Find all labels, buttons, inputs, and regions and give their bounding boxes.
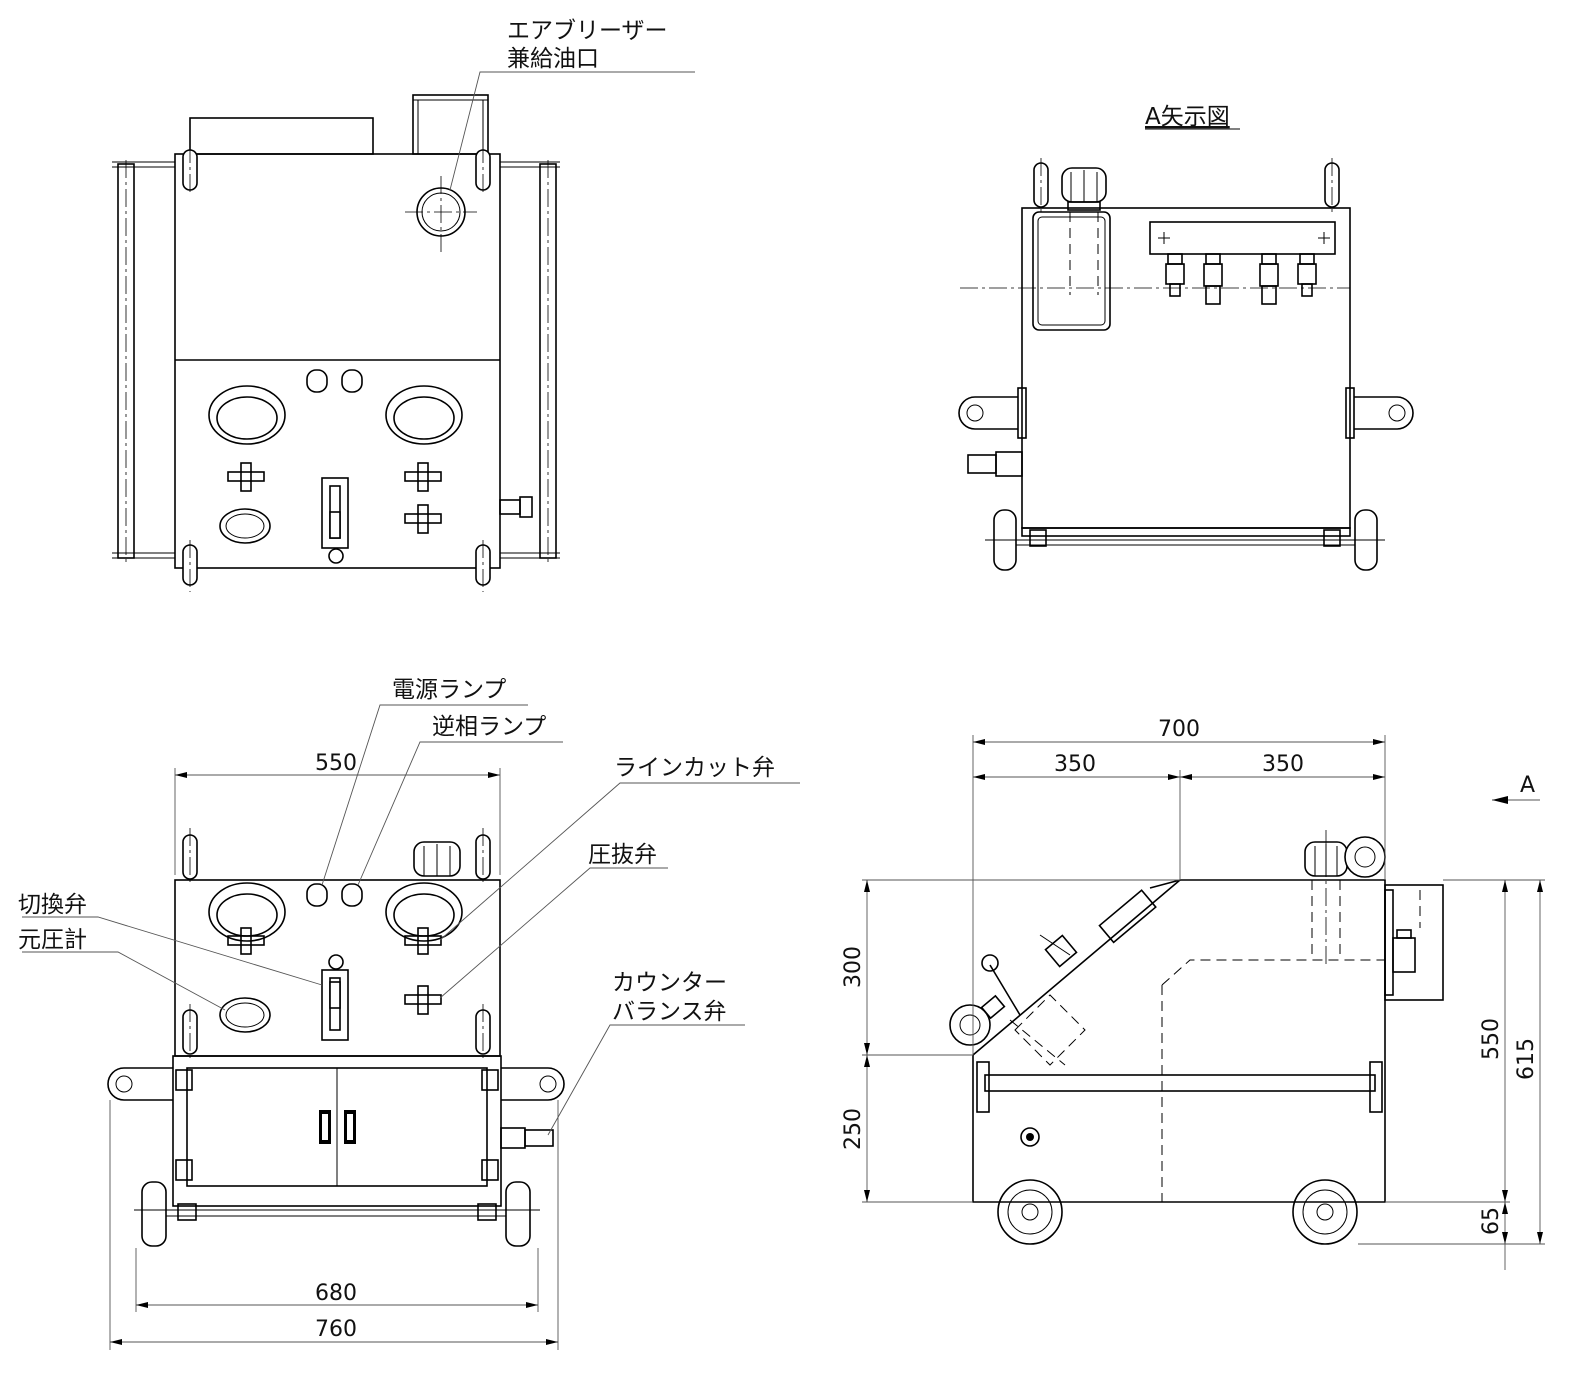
dim-side-700: 700: [1158, 717, 1200, 742]
dim-front-550: 550: [315, 751, 357, 776]
air-breather-label-line2: 兼給油口: [507, 46, 599, 72]
front-leaders: [22, 704, 800, 1136]
air-breather-label-line1: エアブリーザー: [507, 18, 668, 44]
dim-side-550: 550: [1479, 1018, 1504, 1060]
dim-side-300: 300: [841, 946, 866, 988]
view-a: [958, 158, 1414, 571]
dim-side-615: 615: [1514, 1038, 1539, 1080]
label-reverse-phase-lamp: 逆相ランプ: [432, 714, 546, 740]
label-power-lamp: 電源ランプ: [392, 677, 506, 703]
label-counter-balance-line1: カウンター: [612, 970, 727, 996]
dim-side-350-right: 350: [1262, 752, 1304, 777]
label-pressure-relief-valve: 圧抜弁: [588, 842, 657, 868]
dim-side-65: 65: [1479, 1207, 1504, 1235]
front-view: [107, 828, 565, 1247]
dim-side-350-left: 350: [1054, 752, 1096, 777]
label-switch-valve: 切換弁: [18, 892, 87, 918]
dim-side-250: 250: [841, 1108, 866, 1150]
label-source-pressure-gauge: 元圧計: [18, 927, 87, 953]
front-dimensions: [109, 768, 559, 1350]
label-line-cut-valve: ラインカット弁: [614, 755, 775, 781]
air-breather-leader: [449, 71, 695, 191]
side-dimensions: [862, 735, 1545, 1270]
dim-front-680: 680: [315, 1281, 357, 1306]
side-view: [949, 830, 1444, 1245]
top-view: [112, 94, 560, 592]
dim-front-760: 760: [315, 1317, 357, 1342]
view-a-title: A矢示図: [1145, 104, 1230, 130]
view-a-arrow-label: A: [1520, 773, 1535, 798]
label-counter-balance-line2: バランス弁: [612, 999, 727, 1025]
